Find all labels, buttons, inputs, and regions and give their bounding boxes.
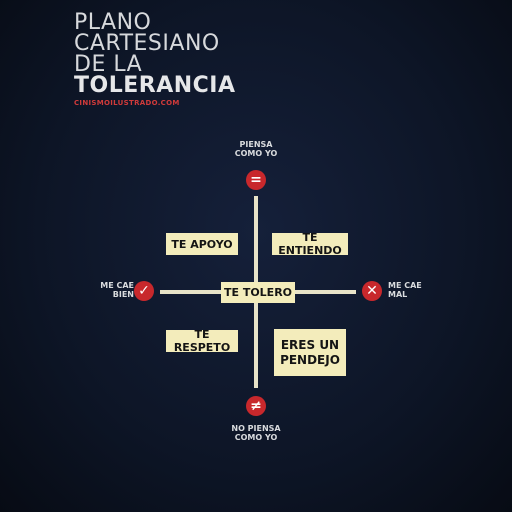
bottom-pole-label-line-1: NO PIENSA: [231, 424, 281, 433]
right-pole-label: ME CAE MAL: [388, 281, 428, 299]
center-label: TE TOLERO: [221, 282, 295, 303]
top-pole-label: PIENSA COMO YO: [226, 140, 286, 158]
bottom-pole-label-line-2: COMO YO: [234, 433, 278, 442]
quadrant-top-right: TE ENTIENDO: [272, 231, 348, 257]
title-line-3: DE LA: [74, 52, 143, 77]
title-line-2: CARTESIANO: [74, 31, 220, 56]
top-pole-label-line-1: PIENSA: [239, 140, 273, 149]
title-block: PLANO CARTESIANO DE LA TOLERANCIA CINISM…: [74, 10, 236, 108]
quadrant-bottom-right: ERES UN PENDEJO: [274, 329, 346, 376]
left-pole-label-line-1: ME CAE: [100, 281, 134, 290]
right-pole-label-line-1: ME CAE: [388, 281, 422, 290]
left-pole-label-line-2: BIEN: [112, 290, 134, 299]
left-pole-label: ME CAE BIEN: [96, 281, 134, 299]
quadrant-bottom-left: TE RESPETO: [166, 328, 238, 354]
title-line-1: PLANO: [74, 10, 152, 35]
not-equal-icon: ≠: [246, 396, 266, 416]
equal-icon: =: [246, 170, 266, 190]
diagram-title: PLANO CARTESIANO DE LA TOLERANCIA: [74, 10, 236, 98]
cross-icon: ✕: [362, 281, 382, 301]
checkmark-icon: ✓: [134, 281, 154, 301]
quadrant-top-left: TE APOYO: [166, 233, 238, 255]
title-line-4: TOLERANCIA: [74, 73, 236, 98]
top-pole-label-line-2: COMO YO: [234, 149, 278, 158]
bottom-pole-label: NO PIENSA COMO YO: [226, 424, 286, 442]
source-credit: CINISMOILUSTRADO.COM: [74, 99, 180, 107]
right-pole-label-line-2: MAL: [388, 290, 408, 299]
